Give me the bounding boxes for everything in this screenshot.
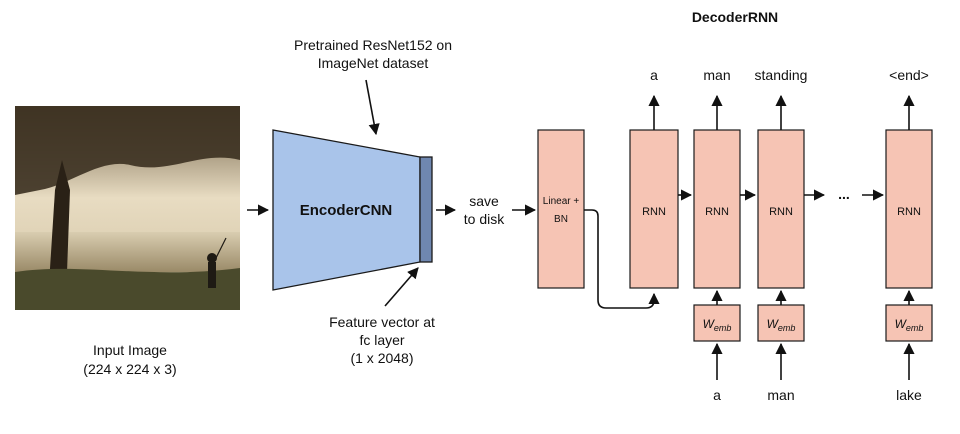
input-word-1: a xyxy=(713,387,721,403)
output-word-4: <end> xyxy=(889,67,929,83)
wemb-label-3: Wemb xyxy=(895,317,924,333)
linear-bn-label-line1: Linear + xyxy=(543,196,580,207)
linear-bn-label-line2: BN xyxy=(554,214,568,225)
save-label-line1: save xyxy=(469,193,499,209)
save-label-line2: to disk xyxy=(464,211,505,227)
feature-note-line3: (1 x 2048) xyxy=(350,350,413,366)
rnn-label-1: RNN xyxy=(642,206,666,218)
output-word-3: standing xyxy=(755,67,808,83)
rnn-box-4 xyxy=(885,129,933,289)
arrow-linear-to-rnn-1 xyxy=(584,209,660,309)
rnn-label-3: RNN xyxy=(769,206,793,218)
rnn-box-1 xyxy=(629,129,679,289)
encoder-cnn-label: EncoderCNN xyxy=(300,202,393,219)
linear-bn-box xyxy=(537,129,585,289)
output-word-1: a xyxy=(650,67,658,83)
wemb-label-1: Wemb xyxy=(703,317,732,333)
feature-note-line1: Feature vector at xyxy=(329,314,435,330)
input-image-caption-line1: Input Image xyxy=(93,342,167,358)
input-image-caption-line2: (224 x 224 x 3) xyxy=(83,361,176,377)
rnn-label-2: RNN xyxy=(705,206,729,218)
rnn-box-2 xyxy=(693,129,741,289)
input-image xyxy=(15,106,240,310)
feature-note-line2: fc layer xyxy=(359,332,404,348)
pretrained-note-line2: ImageNet dataset xyxy=(318,55,429,71)
output-word-2: man xyxy=(703,67,730,83)
wemb-label-2: Wemb xyxy=(767,317,796,333)
input-word-3: lake xyxy=(896,387,922,403)
rnn-box-3 xyxy=(757,129,805,289)
ellipsis: ... xyxy=(838,186,850,202)
feature-vector-bar xyxy=(419,156,433,263)
pretrained-note-line1: Pretrained ResNet152 on xyxy=(294,37,452,53)
input-word-2: man xyxy=(767,387,794,403)
arrow-feature-note xyxy=(384,267,419,307)
arrow-pretrained-note xyxy=(365,79,380,136)
decoder-title: DecoderRNN xyxy=(692,9,778,25)
rnn-label-4: RNN xyxy=(897,206,921,218)
